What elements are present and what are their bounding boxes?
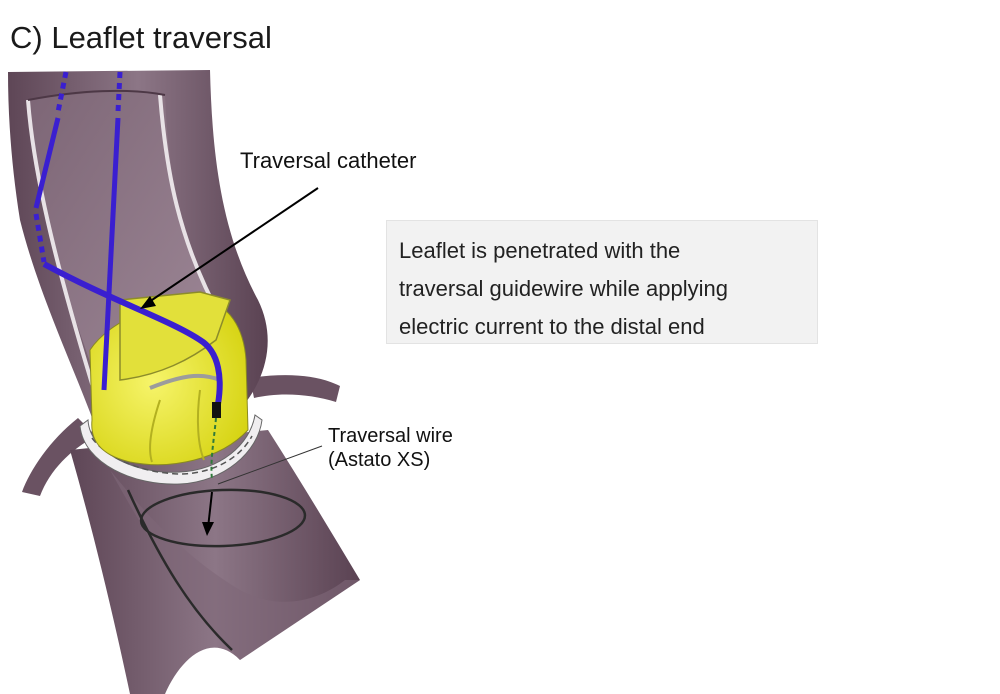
figure-title: C) Leaflet traversal (10, 20, 272, 55)
guidewire-dashed-2 (33, 213, 47, 263)
valve-commissure (149, 373, 221, 390)
snare-shaft (126, 489, 233, 651)
traversal-catheter-line (42, 261, 223, 405)
wire-pointer-line (217, 445, 323, 485)
guidewire-left (33, 117, 61, 209)
traversal-wire-green (210, 417, 217, 481)
note-line-1: Leaflet is penetrated with the (399, 238, 681, 263)
catheter-pointer-arrowhead (140, 296, 156, 309)
guidewire-dashed-3 (115, 71, 123, 113)
valve-fold (149, 399, 161, 463)
wire-direction-arrowhead (202, 522, 214, 536)
note-line-2: traversal guidewire while applying (399, 276, 728, 301)
catheter-tip (212, 402, 221, 418)
aorta-inner-border (26, 99, 102, 411)
traversal-wire-label-line2: (Astato XS) (328, 449, 431, 471)
right-branch-vessel (250, 375, 340, 402)
lower-vessel-shade (110, 470, 360, 660)
explanation-note-box: Leaflet is penetrated with the traversal… (386, 220, 818, 344)
traversal-wire-label-line1: Traversal wire (328, 425, 453, 447)
guidewire-dashed-1 (55, 71, 69, 113)
traversal-wire-label: Traversal wire (Astato XS) (328, 424, 453, 472)
guidewire-vertical (101, 117, 121, 391)
valve-fold-2 (196, 389, 205, 461)
catheter-pointer-line (145, 187, 319, 305)
aorta-top-rim (27, 89, 166, 101)
note-line-3: electric current to the distal end (399, 314, 705, 339)
left-branch-vessel (22, 418, 96, 496)
traversal-catheter-label: Traversal catheter (240, 148, 417, 173)
snare-loop (139, 488, 307, 548)
